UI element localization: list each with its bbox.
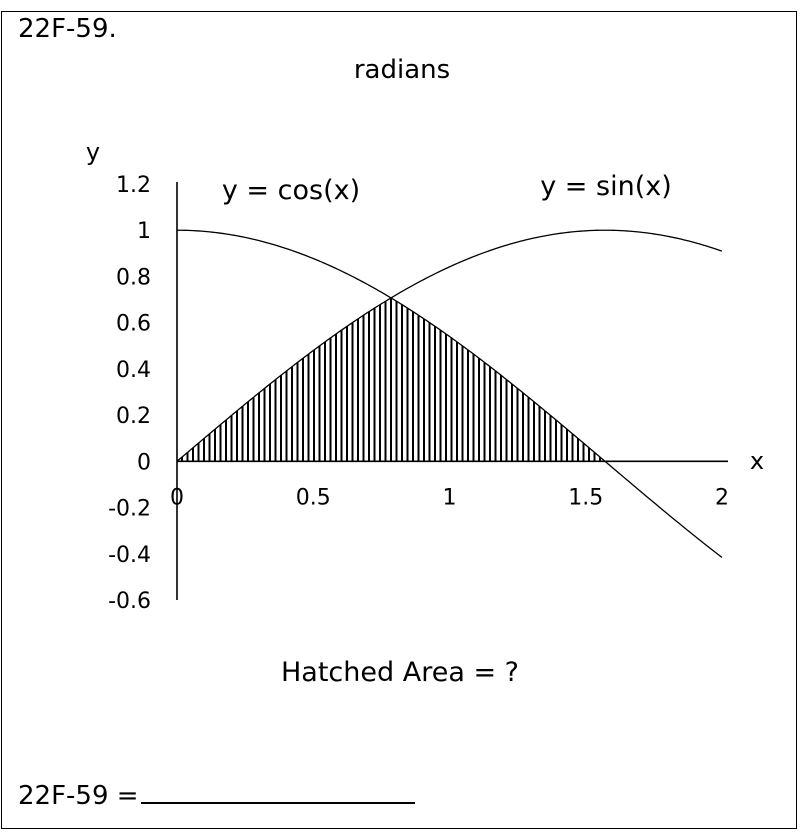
problem-id: 22F-59.: [18, 14, 117, 44]
y-tick-label: 1.2: [116, 173, 151, 198]
y-tick-label: 0.2: [116, 404, 151, 429]
sin-curve: [176, 229, 723, 462]
x-tick-label: 2: [715, 485, 729, 510]
answer-label: 22F-59 =: [18, 781, 139, 811]
x-axis-label: x: [750, 447, 764, 475]
cos-curve-label: y = cos(x): [222, 175, 360, 206]
problem-frame: [1, 11, 797, 829]
x-tick-label: 1.5: [568, 485, 603, 510]
y-tick-label: 0.4: [116, 358, 151, 383]
axes: [176, 182, 728, 600]
y-tick-label: 1: [137, 219, 151, 244]
y-tick-label: -0.6: [108, 589, 151, 614]
y-axis-label: y: [86, 138, 100, 166]
cos-curve: [176, 229, 723, 559]
answer-line: 22F-59 =: [18, 776, 415, 811]
hatched-area: [181, 297, 601, 462]
y-tick-label: -0.4: [108, 543, 151, 568]
curves: [176, 229, 723, 559]
x-tick-label: 0.5: [296, 485, 331, 510]
answer-blank[interactable]: [140, 776, 415, 804]
chart-title: radians: [354, 55, 450, 85]
y-tick-label: 0.6: [116, 312, 151, 337]
question-text: Hatched Area = ?: [281, 657, 519, 688]
sin-curve-label: y = sin(x): [540, 171, 672, 202]
tick-labels: 1.2 1 0.8 0.6 0.4 0.2 0 -0.2 -0.4 -0.6 0 0.5 1 1.5 2: [108, 173, 729, 614]
x-tick-label: 1: [443, 485, 457, 510]
y-tick-label: 0.8: [116, 265, 151, 290]
x-tick-label: 0: [170, 485, 184, 510]
y-tick-label: -0.2: [108, 497, 151, 522]
y-tick-label: 0: [137, 450, 151, 475]
